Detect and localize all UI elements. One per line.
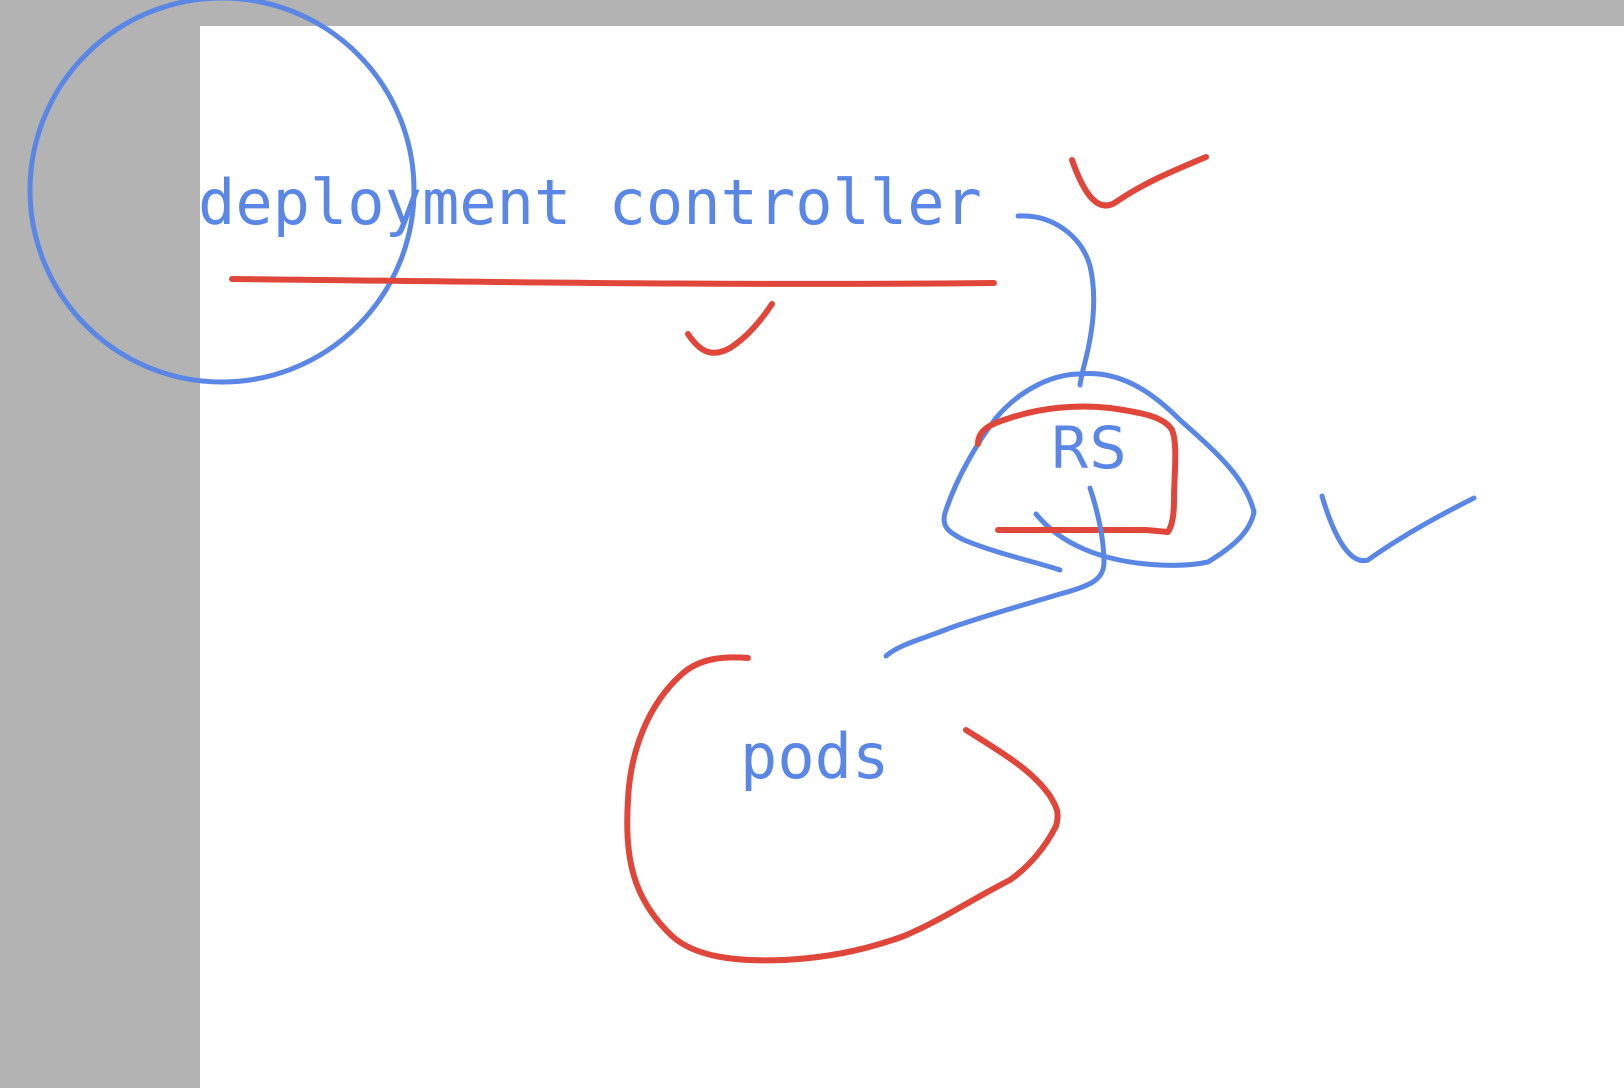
red-loop-around-pods bbox=[624, 654, 1061, 964]
pods-label: pods bbox=[740, 720, 889, 793]
red-check-small bbox=[685, 301, 775, 356]
red-box-around-rs bbox=[975, 403, 1179, 535]
red-underline-stroke bbox=[229, 276, 997, 287]
blue-connector-to-pods bbox=[883, 485, 1107, 659]
deployment-controller-label: deployment controller bbox=[198, 166, 982, 239]
blue-circle-stroke bbox=[27, 0, 417, 385]
blue-connector-to-rs bbox=[1015, 213, 1097, 388]
blue-blob-right-stroke bbox=[1033, 371, 1257, 568]
red-check-top-right bbox=[1069, 154, 1209, 209]
blue-check-right bbox=[1319, 493, 1477, 564]
blue-blob-left-stroke bbox=[941, 371, 1083, 573]
rs-label: RS bbox=[1050, 414, 1126, 482]
drawing-canvas[interactable] bbox=[200, 26, 1624, 1088]
